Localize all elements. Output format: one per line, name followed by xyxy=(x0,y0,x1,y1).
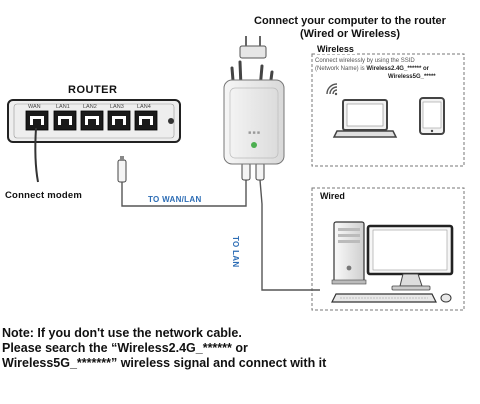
to-wan-lan-label: TO WAN/LAN xyxy=(148,195,202,204)
to-lan-label: TO LAN xyxy=(231,236,240,268)
usage-note: Note: If you don't use the network cable… xyxy=(2,326,478,371)
note-line-3: Wireless5G_*******” wireless signal and … xyxy=(2,356,327,370)
tablet-icon xyxy=(419,97,445,135)
port-label-lan2: LAN2 xyxy=(83,104,97,110)
port-label-lan4: LAN4 xyxy=(137,104,151,110)
repeater-device-icon: ■ ■ ■ xyxy=(223,36,285,165)
desktop-monitor-icon xyxy=(366,224,454,291)
wireless-title: Wireless xyxy=(316,44,355,54)
wired-title: Wired xyxy=(320,191,345,201)
wireless-box xyxy=(311,53,465,167)
router-title: ROUTER xyxy=(68,84,118,96)
wireless-desc-line-3: Wireless5G_***** xyxy=(388,73,436,81)
wireless-desc-line-2a: (Network Name) is xyxy=(315,66,367,72)
modem-cable xyxy=(34,127,39,183)
wireless-desc-line-1: Connect wirelessly by using the SSID xyxy=(315,58,415,64)
wifi-icon xyxy=(326,83,338,96)
port-label-wan: WAN xyxy=(28,104,41,110)
wireless-desc-line-2: (Network Name) is Wireless2.4G_****** or xyxy=(315,65,429,73)
mouse-icon xyxy=(440,293,452,303)
ssid-5g: Wireless5G_***** xyxy=(388,74,436,80)
note-line-2: Please search the “Wireless2.4G_****** o… xyxy=(2,341,248,355)
header-line-2: (Wired or Wireless) xyxy=(299,28,401,40)
keyboard-icon xyxy=(331,293,437,303)
port-label-lan1: LAN1 xyxy=(56,104,70,110)
wired-box xyxy=(311,187,465,311)
lan-cable xyxy=(255,162,320,291)
wan-lan-cable xyxy=(117,156,251,207)
router-icon xyxy=(7,99,181,143)
port-label-lan3: LAN3 xyxy=(110,104,124,110)
svg-text:■ ■ ■: ■ ■ ■ xyxy=(248,130,260,136)
laptop-icon xyxy=(332,99,398,138)
note-line-1: Note: If you don't use the network cable… xyxy=(2,326,242,340)
ssid-24g: Wireless2.4G_****** or xyxy=(366,66,429,72)
header-line-1: Connect your computer to the router xyxy=(254,15,446,27)
pc-tower-icon xyxy=(331,221,367,285)
connect-modem-label: Connect modem xyxy=(5,190,83,201)
